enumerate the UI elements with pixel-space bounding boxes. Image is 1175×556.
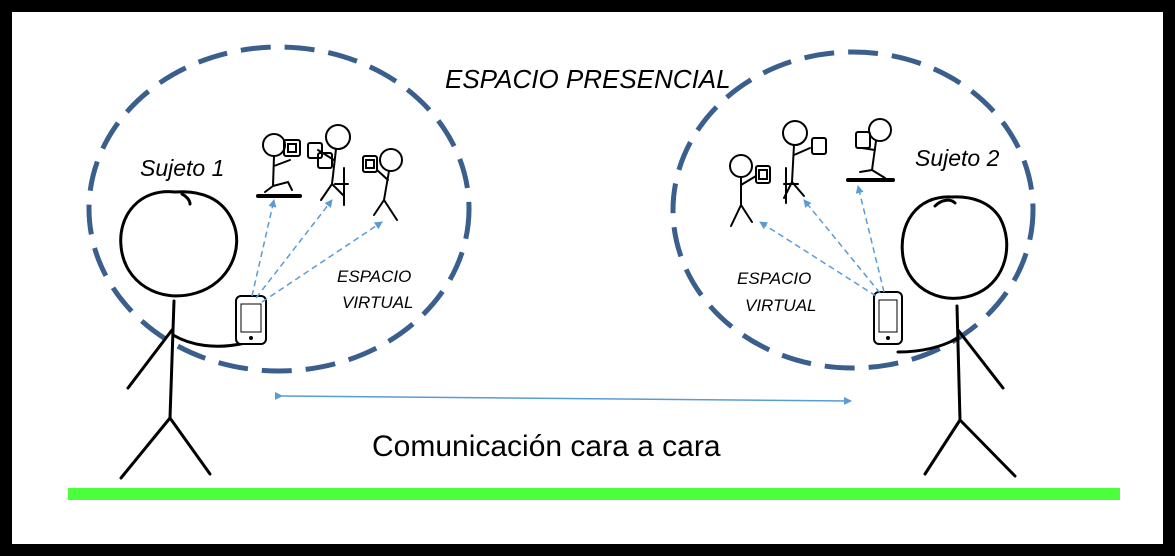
mini-figure-right-2 [782, 120, 827, 204]
face-to-face-arrow [274, 391, 852, 405]
virtual-label-left-line1: ESPACIO [337, 267, 412, 286]
leg-left-b [168, 416, 212, 476]
mini-figure-right-1 [729, 154, 771, 227]
arm-left-phone [171, 333, 247, 348]
body-left [168, 299, 176, 420]
phone-left [235, 295, 267, 345]
hair-stroke-left [180, 192, 192, 206]
virtual-label-right-line2: VIRTUAL [745, 296, 817, 315]
virtual-arrow-left-2 [255, 199, 333, 299]
leg-left-a [119, 416, 172, 480]
presence-ellipse-left [86, 44, 472, 374]
subject-label-right: Sujeto 2 [915, 145, 1000, 171]
mini-figure-left-1 [256, 133, 302, 198]
mini-figure-left-3 [362, 148, 403, 221]
stick-figure-left [119, 190, 247, 480]
stick-figure-right [896, 195, 1017, 478]
virtual-label-right-line1: ESPACIO [737, 269, 812, 288]
virtual-arrow-left-1 [251, 199, 277, 297]
head-left [119, 190, 239, 298]
virtual-arrows-right [759, 185, 885, 297]
head-right [900, 195, 1009, 300]
virtual-arrow-right-2 [803, 199, 881, 294]
phone-right [873, 291, 903, 345]
subject-label-left: Sujeto 1 [140, 155, 225, 181]
hair-stroke-right [933, 198, 957, 208]
arm-right-out [956, 328, 1005, 390]
mini-figure-right-3 [846, 118, 895, 182]
presence-ellipse-right [670, 49, 1036, 371]
leg-right-a [923, 418, 962, 476]
virtual-arrow-left-3 [261, 221, 383, 303]
arm-right-phone [896, 336, 960, 354]
diagram-title: ESPACIO PRESENCIAL [445, 64, 731, 94]
communication-label: Comunicación cara a cara [372, 430, 721, 463]
virtual-arrows-left [251, 199, 383, 303]
virtual-arrow-right-3 [759, 221, 877, 297]
mini-figure-left-2 [307, 124, 351, 206]
body-right [955, 304, 962, 422]
leg-right-b [958, 418, 1017, 478]
ground-bar [68, 488, 1120, 500]
arm-left-out [126, 328, 174, 390]
virtual-arrow-right-1 [855, 185, 885, 293]
virtual-label-left-line2: VIRTUAL [342, 293, 414, 312]
